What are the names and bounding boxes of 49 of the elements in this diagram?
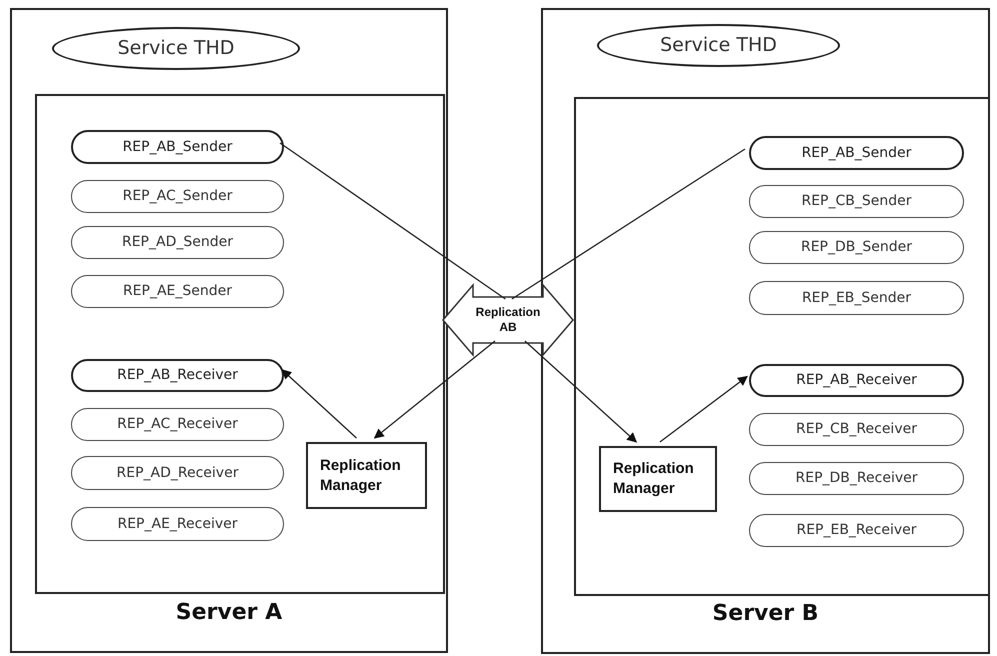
process-pill xyxy=(71,507,284,541)
node-label: REP_AE_Receiver xyxy=(117,514,238,534)
process-pill xyxy=(749,413,964,446)
process-pill xyxy=(749,514,964,547)
node-label: Replication Manager xyxy=(613,459,695,499)
node-label: REP_DB_Sender xyxy=(800,238,912,257)
node-label: REP_CB_Sender xyxy=(801,192,912,211)
container-box xyxy=(574,97,990,596)
node-label: REP_AB_Receiver xyxy=(117,366,238,385)
server-box xyxy=(541,8,990,654)
node-label: REP_AC_Sender xyxy=(122,187,232,206)
node-label: REP_AC_Receiver xyxy=(117,415,238,434)
process-pill xyxy=(71,130,284,164)
node-label: REP_AB_Sender xyxy=(802,144,912,162)
process-pill xyxy=(71,456,284,490)
node-label: Service THD xyxy=(660,33,777,58)
node-label: REP_CB_Receiver xyxy=(796,420,917,439)
process-pill xyxy=(749,281,964,315)
container-box xyxy=(35,94,445,594)
process-pill xyxy=(71,359,284,392)
process-pill xyxy=(71,180,284,213)
process-pill xyxy=(749,185,964,218)
node-label: REP_AE_Sender xyxy=(122,282,232,301)
node-label: Replication Manager xyxy=(320,456,402,496)
process-pill xyxy=(749,462,964,495)
manager-box xyxy=(599,446,717,512)
arrow xyxy=(660,376,748,443)
process-pill xyxy=(71,226,284,259)
process-pill xyxy=(71,275,284,308)
node-label: REP_AD_Receiver xyxy=(116,464,238,482)
node-label: REP_AD_Sender xyxy=(122,233,233,252)
process-pill xyxy=(71,408,284,441)
arrow xyxy=(281,369,357,438)
server-label: Server A xyxy=(174,599,284,627)
process-pill xyxy=(749,136,964,170)
node-label: REP_AB_Receiver xyxy=(796,371,917,390)
node-label: REP_DB_Receiver xyxy=(796,469,918,488)
node-label: Service THD xyxy=(118,36,234,62)
server-label: Server B xyxy=(711,600,820,628)
process-pill xyxy=(749,231,964,264)
process-pill xyxy=(749,364,964,397)
server-box xyxy=(10,8,448,653)
node-label: Replication AB xyxy=(474,305,542,335)
manager-box xyxy=(306,442,427,509)
arrow xyxy=(374,340,496,439)
node-label: REP_EB_Sender xyxy=(802,288,912,308)
arrow xyxy=(524,340,638,443)
node-label: REP_AB_Sender xyxy=(122,138,232,156)
node-label: REP_EB_Receiver xyxy=(796,521,917,540)
